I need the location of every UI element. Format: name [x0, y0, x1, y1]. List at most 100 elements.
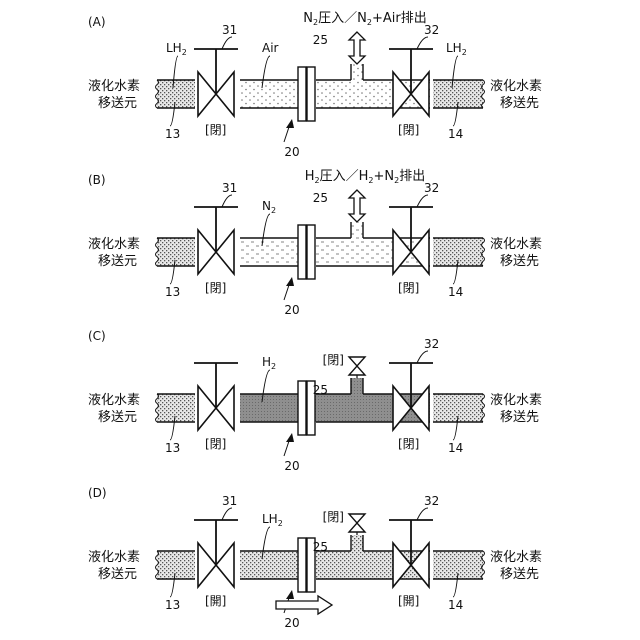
- source-label: 移送元: [98, 410, 137, 425]
- valve-left-state: [開]: [205, 594, 226, 608]
- valve-body: [216, 72, 234, 116]
- port-valve: [349, 514, 365, 523]
- valve-left-state: [閉]: [205, 281, 226, 295]
- port-valve: [349, 357, 365, 366]
- ref-pipe-right: 14: [448, 441, 463, 455]
- destination-label: 液化水素: [490, 550, 542, 565]
- leader-line: [417, 37, 428, 49]
- ref-valve-left: 31: [222, 494, 237, 508]
- leader-line: [417, 195, 428, 207]
- valve-body: [411, 386, 429, 430]
- bidirectional-arrow-icon: [349, 32, 365, 64]
- fluid-middle-label: LH2: [262, 512, 283, 528]
- port-stub: [351, 64, 363, 82]
- panel-b: (B) H2圧入／H2+N2排出 31 32 25 13 14 20 [閉] [閉] 液化水素移送元…: [88, 169, 542, 317]
- ref-flange: 20: [284, 145, 299, 159]
- port-caption: H2圧入／H2+N2排出: [305, 169, 425, 185]
- source-label: 液化水素: [88, 393, 140, 408]
- ref-valve-right: 32: [424, 337, 439, 351]
- ref-valve-left: 31: [222, 23, 237, 37]
- leader-line: [222, 195, 232, 207]
- valve-left-state: [閉]: [205, 123, 226, 137]
- valve-body: [411, 72, 429, 116]
- ref-port: 25: [313, 33, 328, 47]
- flange-plate: [298, 225, 306, 279]
- leader-line: [222, 37, 232, 49]
- valve-right-state: [閉]: [398, 281, 419, 295]
- ref-pipe-left: 13: [165, 285, 180, 299]
- ref-valve-left: 31: [222, 181, 237, 195]
- port-stub: [351, 535, 363, 553]
- valve-body: [216, 230, 234, 274]
- ref-pipe-right: 14: [448, 598, 463, 612]
- port-valve: [349, 366, 365, 375]
- destination-label: 液化水素: [490, 237, 542, 252]
- panel-a: (A)N2圧入／N2+Air排出313225131420[閉][閉]液化水素移送…: [88, 11, 542, 159]
- valve-body: [411, 230, 429, 274]
- ref-flange: 20: [284, 616, 299, 630]
- source-label: 移送元: [98, 567, 137, 582]
- fluid-middle-label: Air: [262, 41, 279, 55]
- valve-body: [411, 543, 429, 587]
- valve-left-state: [閉]: [205, 437, 226, 451]
- valve-body: [198, 386, 216, 430]
- source-label: 液化水素: [88, 237, 140, 252]
- destination-label: 移送先: [500, 410, 539, 425]
- port-valve: [349, 523, 365, 532]
- valve-left: [194, 207, 238, 274]
- port-caption: N2圧入／N2+Air排出: [303, 11, 426, 27]
- source-label: 液化水素: [88, 79, 140, 94]
- ref-port: 25: [313, 191, 328, 205]
- fluid-middle-label: H2: [262, 355, 276, 371]
- panel-label: (A): [88, 15, 106, 29]
- valve-body: [198, 72, 216, 116]
- port-valve-state: [閉]: [323, 353, 344, 367]
- pipe-left-segment: [157, 394, 195, 422]
- port-stub: [351, 222, 363, 240]
- fluid-left-label: LH2: [166, 41, 187, 57]
- leader-line: [417, 351, 428, 363]
- valve-body: [198, 543, 216, 587]
- destination-label: 移送先: [500, 254, 539, 269]
- ref-pipe-left: 13: [165, 127, 180, 141]
- valve-body: [216, 386, 234, 430]
- valve-body: [393, 543, 411, 587]
- valve-left: [194, 363, 238, 430]
- leader-line: [417, 508, 428, 520]
- flange-plate: [298, 381, 306, 435]
- destination-label: 液化水素: [490, 393, 542, 408]
- port-stub: [351, 378, 363, 396]
- flange-plate: [307, 67, 315, 121]
- port-valve-state: [閉]: [323, 510, 344, 524]
- source-label: 移送元: [98, 96, 137, 111]
- flange-pointer-head: [286, 119, 294, 128]
- valve-right-state: [閉]: [398, 437, 419, 451]
- valve-body: [393, 386, 411, 430]
- ref-valve-right: 32: [424, 181, 439, 195]
- panel-label: (C): [88, 329, 106, 343]
- ref-flange: 20: [284, 459, 299, 473]
- ref-flange: 20: [284, 303, 299, 317]
- fluid-right-label: LH2: [446, 41, 467, 57]
- ref-port: 25: [313, 383, 328, 397]
- panel-label: (D): [88, 486, 107, 500]
- pipe-left-segment: [157, 551, 195, 579]
- valve-right-state: [閉]: [398, 123, 419, 137]
- ref-pipe-right: 14: [448, 285, 463, 299]
- fluid-middle-label: N2: [262, 199, 276, 215]
- valve-body: [198, 230, 216, 274]
- ref-valve-right: 32: [424, 494, 439, 508]
- panel-label: (B): [88, 173, 106, 187]
- ref-valve-right: 32: [424, 23, 439, 37]
- source-label: 移送元: [98, 254, 137, 269]
- flange-plate: [298, 67, 306, 121]
- valve-body: [216, 543, 234, 587]
- destination-label: 液化水素: [490, 79, 542, 94]
- ref-pipe-left: 13: [165, 598, 180, 612]
- destination-label: 移送先: [500, 96, 539, 111]
- pipe-left-segment: [157, 80, 195, 108]
- valve-left: [194, 520, 238, 587]
- flange-pointer-head: [286, 277, 294, 286]
- leader-line: [222, 508, 232, 520]
